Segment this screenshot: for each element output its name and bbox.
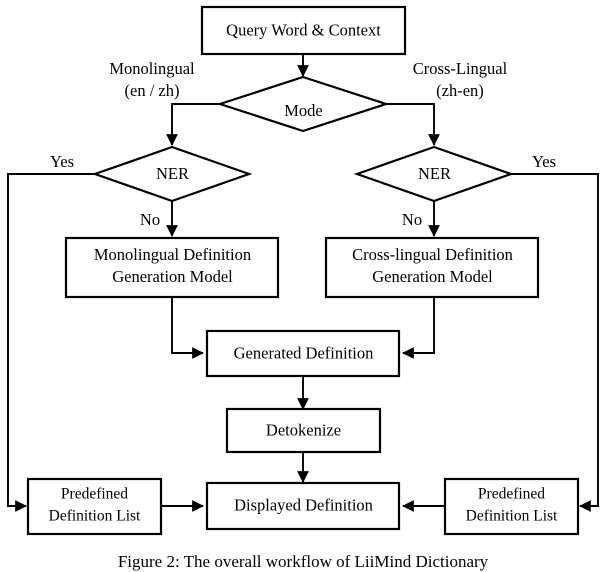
node-monolingual-generation-model-line2: Generation Model [112, 267, 233, 286]
edge-mono-model-to-generated [171, 297, 204, 359]
node-predefined-definition-list-right[interactable]: Predefined Definition List [443, 477, 580, 536]
edge-label-yes-left: Yes [50, 152, 74, 171]
node-ner-left-decision[interactable]: NER [91, 145, 253, 203]
edge-label-crosslingual-line1: Cross-Lingual [413, 59, 508, 78]
edge-label-crosslingual-line2: (zh-en) [436, 81, 484, 100]
edge-label-yes-right: Yes [532, 152, 556, 171]
node-predefined-definition-list-right-line2: Definition List [466, 508, 558, 525]
edge-ner-left-yes-to-predefined-left [7, 173, 95, 512]
node-predefined-definition-list-left[interactable]: Predefined Definition List [26, 477, 163, 536]
edge-label-monolingual-line2: (en / zh) [125, 81, 180, 100]
node-generated-definition[interactable]: Generated Definition [205, 329, 401, 378]
node-displayed-definition-label: Displayed Definition [234, 495, 373, 514]
node-ner-right-label: NER [418, 164, 451, 183]
edge-label-no-right: No [402, 210, 422, 229]
node-mode-decision[interactable]: Mode [216, 75, 390, 133]
node-generated-definition-label: Generated Definition [234, 343, 374, 362]
node-predefined-definition-list-left-line1: Predefined [61, 486, 128, 503]
edge-label-no-left: No [140, 210, 160, 229]
edge-cross-model-to-generated [402, 297, 435, 359]
edge-mode-to-ner-right [386, 103, 440, 146]
node-crosslingual-generation-model[interactable]: Cross-lingual Definition Generation Mode… [324, 236, 540, 299]
node-predefined-definition-list-right-line1: Predefined [478, 486, 545, 503]
node-monolingual-generation-model[interactable]: Monolingual Definition Generation Model [64, 236, 280, 299]
edge-ner-right-yes-to-predefined-right [511, 173, 599, 512]
edge-mode-to-ner-left [166, 103, 220, 146]
node-crosslingual-generation-model-line2: Generation Model [372, 267, 493, 286]
node-detokenize-label: Detokenize [266, 420, 341, 439]
node-crosslingual-generation-model-line1: Cross-lingual Definition [352, 245, 513, 264]
figure-caption: Figure 2: The overall workflow of LiiMin… [117, 552, 489, 571]
edge-label-monolingual-line1: Monolingual [109, 59, 195, 78]
node-query-word-context[interactable]: Query Word & Context [200, 5, 407, 56]
node-monolingual-generation-model-line1: Monolingual Definition [94, 245, 251, 264]
node-predefined-definition-list-left-line2: Definition List [49, 508, 141, 525]
node-detokenize[interactable]: Detokenize [225, 407, 382, 454]
node-ner-left-label: NER [156, 164, 189, 183]
node-mode-label: Mode [284, 101, 323, 120]
node-ner-right-decision[interactable]: NER [353, 145, 515, 203]
node-displayed-definition[interactable]: Displayed Definition [205, 481, 401, 531]
node-query-word-context-label: Query Word & Context [226, 20, 381, 39]
